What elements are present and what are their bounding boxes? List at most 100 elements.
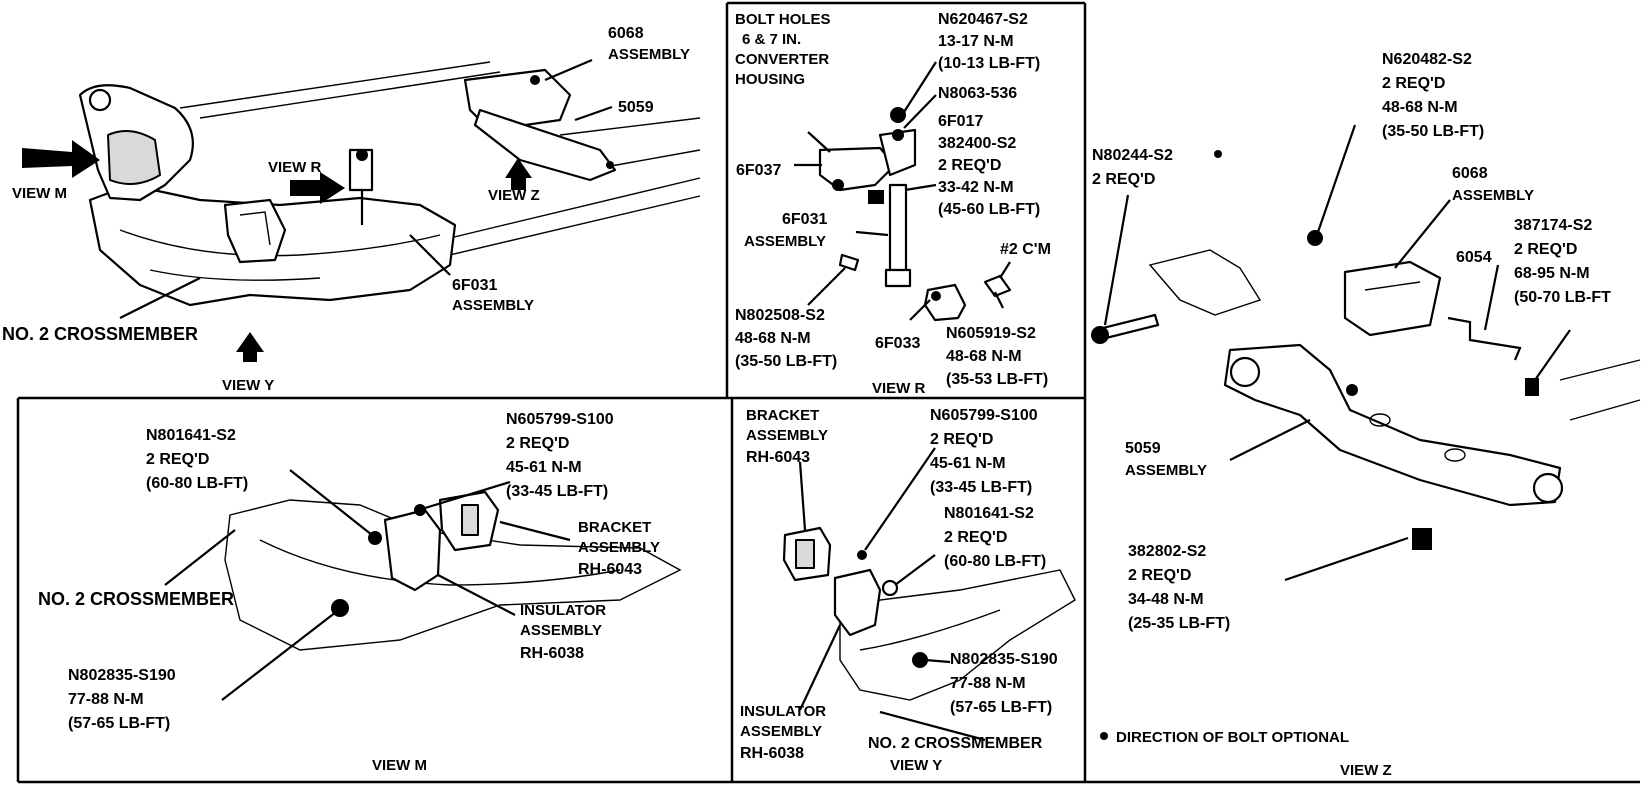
label-6068-view-z: 6068 [1452,165,1488,182]
label-6f033: 6F033 [875,335,920,352]
label-n620482-torque-lbft: (35-50 LB-FT) [1382,123,1484,140]
view-m-arrow [22,140,100,178]
caption-view-m: VIEW M [372,757,427,774]
label-assembly-6f031-view-r: ASSEMBLY [744,233,826,250]
label-n80244-s2: N80244-S2 [1092,147,1173,164]
overview-panel: 6068 ASSEMBLY 5059 VIEW R VIEW Z VIEW M … [2,25,701,394]
label-382802-torque-nm: 34-48 N-M [1128,591,1204,608]
label-n802835-torque-nm-view-y: 77-88 N-M [950,675,1026,692]
label-n802508-s2: N802508-S2 [735,307,825,324]
label-387174-req: 2 REQ'D [1514,241,1577,258]
label-387174-torque-lbft: (50-70 LB-FT [1514,289,1611,306]
label-382802-req: 2 REQ'D [1128,567,1191,584]
panel-frames [16,1,1640,784]
caption-view-r: VIEW R [872,380,926,397]
label-bolt-holes-4: HOUSING [735,71,805,88]
label-n605919-torque-nm: 48-68 N-M [946,348,1022,365]
label-n801641-req-view-y: 2 REQ'D [944,529,1007,546]
label-382802-torque-lbft: (25-35 LB-FT) [1128,615,1230,632]
label-bolt-holes-1: BOLT HOLES [735,11,831,28]
label-6f031-view-r: 6F031 [782,211,827,228]
label-bracket-view-m: BRACKET [578,519,651,536]
view-m-panel: N801641-S2 2 REQ'D (60-80 LB-FT) N605799… [38,411,682,774]
label-382400-req: 2 REQ'D [938,157,1001,174]
label-n801641-s2-view-m: N801641-S2 [146,427,236,444]
label-n605799-torque-lbft-view-y: (33-45 LB-FT) [930,479,1032,496]
label-view-r: VIEW R [268,159,322,176]
label-n80244-req: 2 REQ'D [1092,171,1155,188]
crossmember-view-m [224,499,682,651]
label-n605799-torque-lbft-view-m: (33-45 LB-FT) [506,483,608,500]
label-assembly-6f031: ASSEMBLY [452,297,534,314]
label-rh-6043-view-m: RH-6043 [578,561,642,578]
label-n802835-s190-view-m: N802835-S190 [68,667,176,684]
label-rh-6038-view-y: RH-6038 [740,745,804,762]
assembly-6068-view-z [1343,260,1442,337]
label-n605799-s100-view-m: N605799-S100 [506,411,614,428]
label-no2-crossmember-view-y: NO. 2 CROSSMEMBER [868,735,1043,752]
label-387174-torque-nm: 68-95 N-M [1514,265,1590,282]
label-assembly-6068-view-z: ASSEMBLY [1452,187,1534,204]
label-bolt-holes-2: 6 & 7 IN. [742,31,801,48]
label-5059-view-z: 5059 [1125,440,1161,457]
label-5059: 5059 [618,99,654,116]
label-n802835-torque-lbft-view-y: (57-65 LB-FT) [950,699,1052,716]
label-n605799-torque-nm-view-y: 45-61 N-M [930,455,1006,472]
label-n801641-torque-view-y: (60-80 LB-FT) [944,553,1046,570]
label-n8063-536: N8063-536 [938,85,1017,102]
view-z-panel: N620482-S2 2 REQ'D 48-68 N-M (35-50 LB-F… [1091,51,1641,779]
view-y-panel: BRACKET ASSEMBLY RH-6043 N605799-S100 2 … [740,407,1076,774]
label-n620482-req: 2 REQ'D [1382,75,1445,92]
label-382400-torque-lbft: (45-60 LB-FT) [938,201,1040,218]
label-n605799-req-view-m: 2 REQ'D [506,435,569,452]
note-bullet-dot [1100,732,1108,740]
label-n801641-req-view-m: 2 REQ'D [146,451,209,468]
label-6054: 6054 [1456,249,1492,266]
optional-direction-dot [1214,150,1222,158]
label-n620467-s2: N620467-S2 [938,11,1028,28]
label-382802-s2: 382802-S2 [1128,543,1206,560]
label-n801641-s2-view-y: N801641-S2 [944,505,1034,522]
label-n605919-s2: N605919-S2 [946,325,1036,342]
label-6f031: 6F031 [452,277,497,294]
label-n605799-torque-nm-view-m: 45-61 N-M [506,459,582,476]
label-insulator-view-y: INSULATOR [740,703,826,720]
label-bracket-view-y: BRACKET [746,407,819,424]
insulator-view-y [833,568,882,637]
crossmember-5059-shape [1223,343,1562,507]
label-n801641-torque-view-m: (60-80 LB-FT) [146,475,248,492]
label-387174-s2: 387174-S2 [1514,217,1592,234]
label-6068: 6068 [608,25,644,42]
label-no2-crossmember: NO. 2 CROSSMEMBER [2,324,198,344]
label-n802835-torque-lbft-view-m: (57-65 LB-FT) [68,715,170,732]
label-n605799-s100-view-y: N605799-S100 [930,407,1038,424]
label-bracket-assembly-view-m: ASSEMBLY [578,539,660,556]
label-n802835-torque-nm-view-m: 77-88 N-M [68,691,144,708]
label-view-z: VIEW Z [488,187,540,204]
label-n620467-torque-lbft: (10-13 LB-FT) [938,55,1040,72]
label-n620467-torque-nm: 13-17 N-M [938,33,1014,50]
label-rh-6038-view-m: RH-6038 [520,645,584,662]
label-2-cm: #2 C'M [1000,241,1051,258]
label-382400-s2: 382400-S2 [938,135,1016,152]
label-insulator-view-m: INSULATOR [520,602,606,619]
label-insulator-assembly-view-y: ASSEMBLY [740,723,822,740]
label-n620482-torque-nm: 48-68 N-M [1382,99,1458,116]
mount-6f033-shape [923,283,967,322]
label-no2-crossmember-view-m: NO. 2 CROSSMEMBER [38,589,234,609]
caption-view-y: VIEW Y [890,757,942,774]
view-z-arrow [505,158,532,190]
label-view-y: VIEW Y [222,377,274,394]
label-insulator-assembly-view-m: ASSEMBLY [520,622,602,639]
strap-6054-shape [1447,316,1522,361]
label-6f037: 6F037 [736,162,781,179]
label-n605799-req-view-y: 2 REQ'D [930,431,993,448]
label-rh-6043-view-y: RH-6043 [746,449,810,466]
caption-view-z: VIEW Z [1340,762,1392,779]
insulator-view-m [383,508,442,592]
label-n802835-s190-view-y: N802835-S190 [950,651,1058,668]
label-view-m: VIEW M [12,185,67,202]
label-bracket-assembly-view-y: ASSEMBLY [746,427,828,444]
label-382400-torque-nm: 33-42 N-M [938,179,1014,196]
